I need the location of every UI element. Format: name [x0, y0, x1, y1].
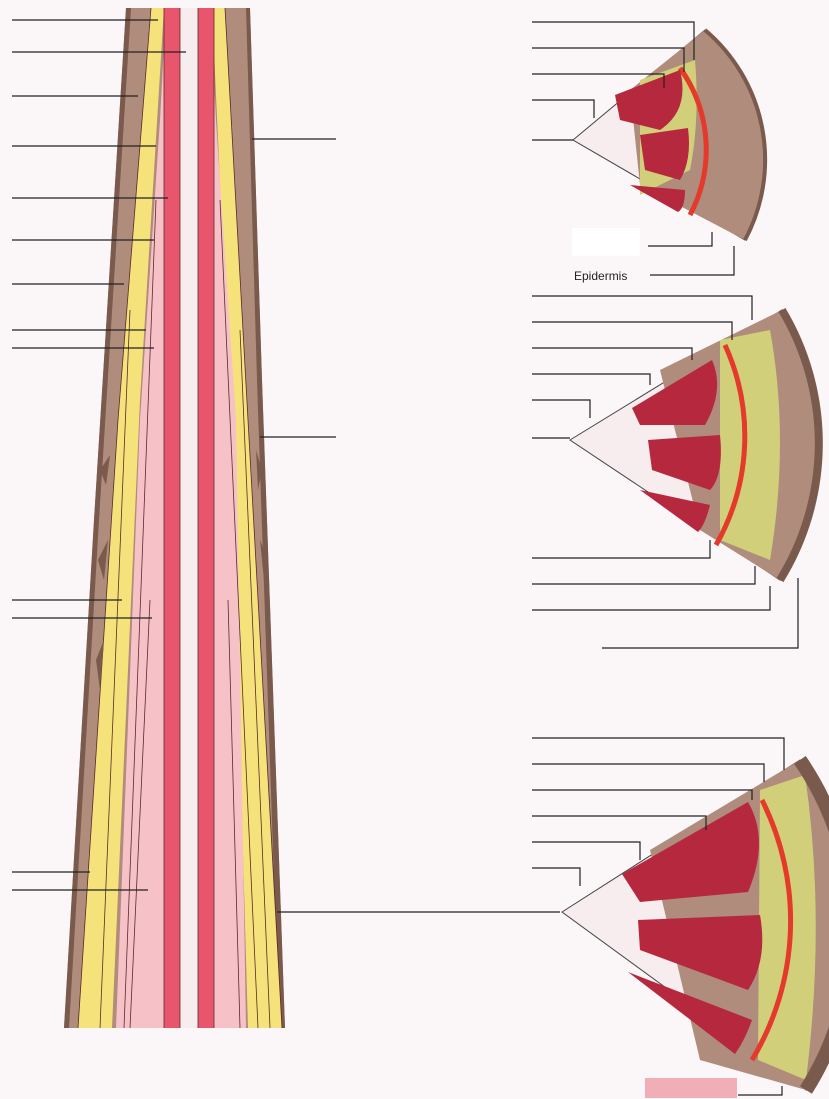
epidermis-label: Epidermis [574, 270, 627, 282]
stem-primary-xylem-right [198, 8, 214, 1028]
stem-pith [180, 8, 198, 1028]
answer-blank-box [572, 228, 640, 256]
cross-section-primary [573, 30, 765, 240]
longitudinal-stem [64, 8, 285, 1028]
answer-highlight-box [645, 1078, 737, 1098]
cross-section-second-year [570, 310, 819, 580]
stem-primary-xylem-left [164, 8, 180, 1028]
cross-section-third-year [562, 760, 829, 1090]
